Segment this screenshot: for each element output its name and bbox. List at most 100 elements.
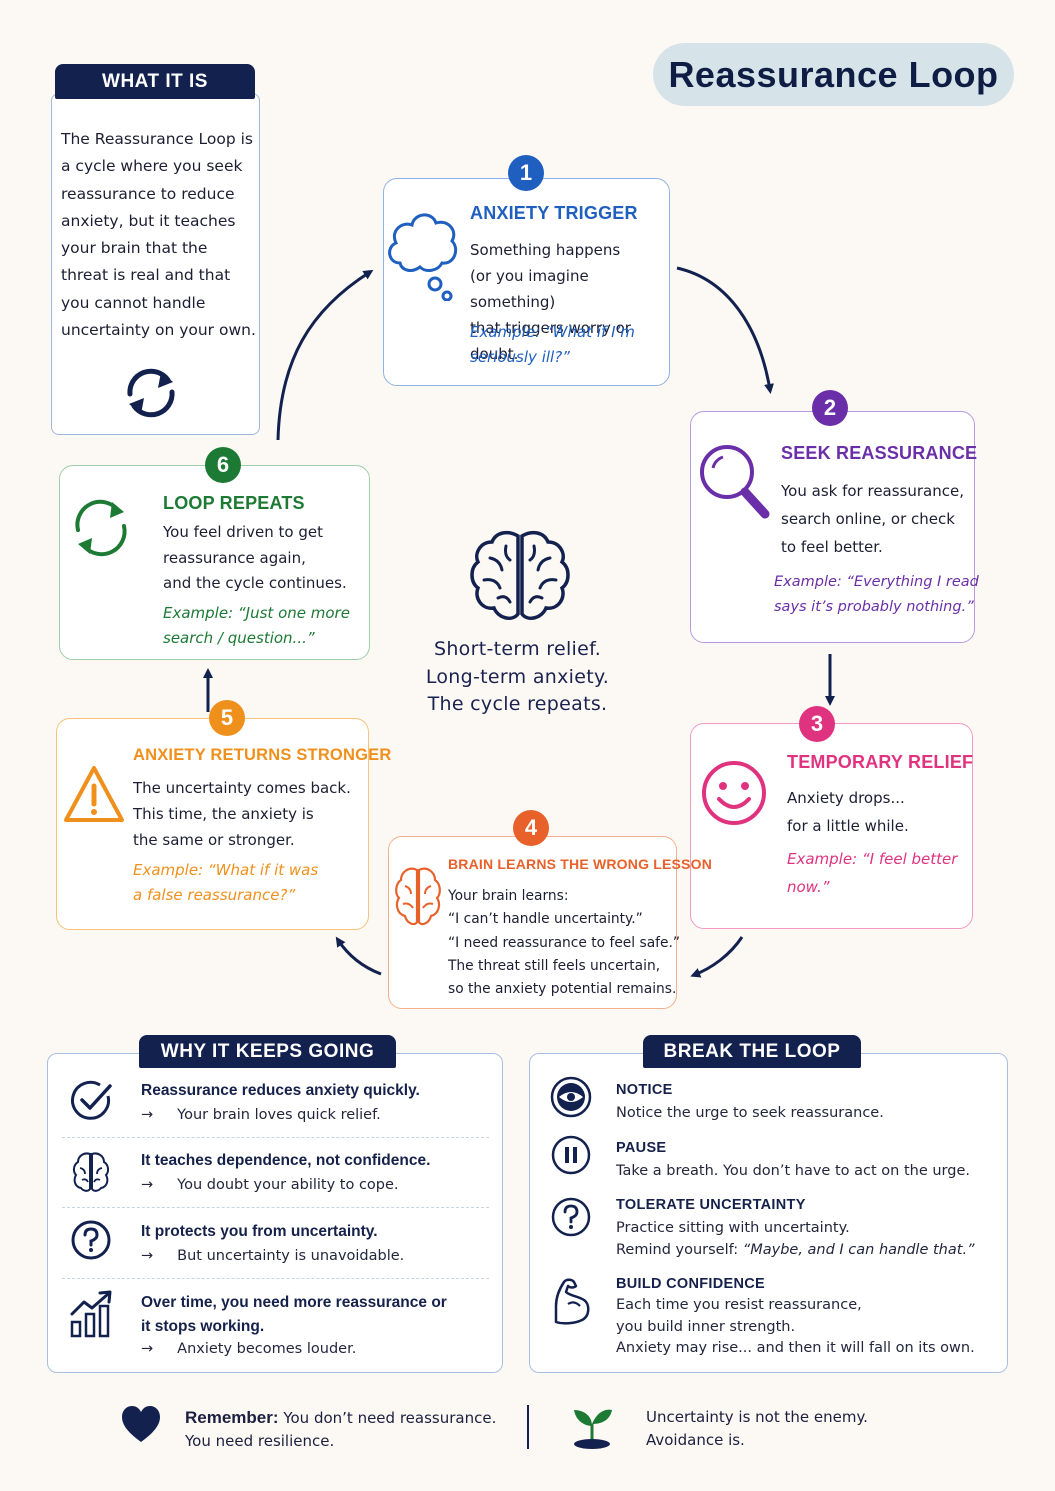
- step-badge-5: 5: [209, 700, 245, 736]
- step-title: ANXIETY TRIGGER: [470, 203, 638, 223]
- step-example-line: a false reassurance?”: [133, 886, 296, 904]
- step-body-line: Your brain learns:: [448, 888, 569, 904]
- question-circle-icon: [71, 1220, 111, 1260]
- page-title: Reassurance Loop: [653, 43, 1014, 106]
- step-body-line: that triggers worry or doubt.: [470, 319, 631, 363]
- divider: [62, 1278, 489, 1279]
- step-title: ANXIETY RETURNS STRONGER: [133, 746, 392, 764]
- step-title: BRAIN LEARNS THE WRONG LESSON: [448, 856, 713, 872]
- step-body-line: “I need reassurance to feel safe.”: [448, 934, 681, 951]
- break-item-title: BUILD CONFIDENCE: [616, 1276, 765, 1292]
- thought-cloud-icon: [388, 213, 458, 301]
- footer-left-line: You need resilience.: [185, 1432, 335, 1450]
- heart-icon: [122, 1406, 160, 1442]
- arrow-4-to-5: [335, 936, 382, 976]
- break-item-line: Take a breath. You don’t have to act on …: [616, 1163, 970, 1179]
- smiley-icon: [702, 761, 766, 825]
- why-heading: WHY IT KEEPS GOING: [139, 1035, 396, 1068]
- magnifier-icon: [700, 445, 770, 519]
- step-badge-4: 4: [513, 810, 549, 846]
- step-example-line: says it’s probably nothing.”: [774, 599, 974, 615]
- question-circle-icon: [551, 1197, 591, 1237]
- break-item-line: Practice sitting with uncertainty.: [616, 1220, 850, 1236]
- step-body-line: The threat still feels uncertain,: [448, 957, 661, 974]
- step-example-line: Example: “Just one more: [163, 604, 350, 622]
- step-body-line: so the anxiety potential remains.: [448, 981, 677, 998]
- arrow-icon: →: [141, 1341, 154, 1357]
- why-item-title: It teaches dependence, not confidence.: [141, 1152, 431, 1169]
- step-body-line: The uncertainty comes back.: [133, 779, 351, 797]
- arrow-1-to-2: [676, 266, 774, 394]
- cycle-icon: [127, 368, 175, 418]
- step-badge-6: 6: [205, 447, 241, 483]
- break-item-remind-quote: “Maybe, and I can handle that.”: [742, 1242, 975, 1258]
- why-item-sub: Your brain loves quick relief.: [177, 1107, 381, 1123]
- break-item-title: NOTICE: [616, 1082, 673, 1098]
- flow-arrows: [203, 266, 835, 978]
- step-body-line: to feel better.: [781, 538, 883, 556]
- eye-icon: [550, 1076, 592, 1118]
- sprout-icon: [574, 1409, 612, 1449]
- step-body-line: the same or stronger.: [133, 831, 295, 849]
- flexed-arm-icon: [554, 1278, 590, 1325]
- step-badge-3: 3: [799, 706, 835, 742]
- step-example-line: seriously ill?”: [470, 348, 570, 366]
- divider: [62, 1137, 489, 1138]
- divider: [62, 1207, 489, 1208]
- break-panel: [529, 1053, 1008, 1373]
- break-heading: BREAK THE LOOP: [643, 1035, 861, 1068]
- step-body-line: reassurance again,: [163, 548, 306, 567]
- break-item-title: TOLERATE UNCERTAINTY: [616, 1197, 806, 1213]
- footer-divider: [527, 1405, 529, 1449]
- step-example-line: search / question...”: [163, 629, 315, 647]
- brain-icon: [72, 1152, 110, 1192]
- step-example-line: now.”: [787, 878, 830, 896]
- arrow-icon: →: [141, 1248, 154, 1264]
- break-item-remind: Remind yourself:: [616, 1242, 743, 1258]
- step-title: SEEK REASSURANCE: [781, 443, 978, 463]
- step-body-line: You feel driven to get: [163, 523, 323, 541]
- arrow-6-to-1: [276, 269, 374, 441]
- what-it-is-box: [51, 93, 260, 435]
- arrow-3-to-4: [690, 936, 744, 978]
- why-item-title-line: it stops working.: [141, 1318, 265, 1335]
- footer-remember-label: Remember:: [185, 1408, 279, 1427]
- cycle-arrows-icon: [75, 499, 127, 557]
- break-item-line: Anxiety may rise... and then it will fal…: [616, 1340, 975, 1356]
- step-title: LOOP REPEATS: [163, 493, 305, 513]
- step-body-line: for a little while.: [787, 817, 909, 835]
- step-card-anxiety-returns: [56, 718, 369, 930]
- arrow-icon: →: [141, 1177, 154, 1193]
- step-body-line: Something happens: [470, 241, 621, 259]
- step-body-line: “I can’t handle uncertainty.”: [448, 911, 643, 928]
- growth-chart-icon: [70, 1290, 112, 1338]
- step-body-line: Anxiety drops...: [787, 789, 905, 807]
- step-card-loop-repeats: [59, 465, 370, 660]
- why-item-title: Reassurance reduces anxiety quickly.: [141, 1082, 420, 1099]
- pause-icon: [551, 1135, 591, 1175]
- warning-icon: [64, 766, 124, 822]
- step-example-line: Example: “Everything I read: [774, 574, 979, 590]
- step-body-line: (or you imagine something): [470, 267, 589, 311]
- step-card-temporary-relief: [690, 723, 973, 929]
- why-panel: [47, 1053, 503, 1373]
- center-line: The cycle repeats.: [427, 693, 608, 715]
- arrow-icon: →: [141, 1107, 154, 1123]
- center-line: Long-term anxiety.: [425, 665, 610, 688]
- step-body-line: and the cycle continues.: [163, 574, 347, 592]
- why-item-title: It protects you from uncertainty.: [141, 1223, 378, 1240]
- break-item-line: Each time you resist reassurance,: [616, 1297, 862, 1313]
- why-item-sub: Anxiety becomes louder.: [177, 1341, 357, 1357]
- why-item-sub: But uncertainty is unavoidable.: [177, 1248, 405, 1264]
- why-item-title-line: Over time, you need more reassurance or: [141, 1294, 447, 1311]
- step-body-line: This time, the anxiety is: [133, 805, 314, 823]
- step-title: TEMPORARY RELIEF: [787, 752, 974, 772]
- footer-left-line: You don’t need reassurance.: [283, 1409, 497, 1427]
- step-badge-1: 1: [508, 155, 544, 191]
- why-item-sub: You doubt your ability to cope.: [177, 1177, 399, 1193]
- center-line: Short-term relief.: [433, 638, 602, 660]
- step-body-line: search online, or check: [781, 510, 955, 528]
- footer-right-line: Uncertainty is not the enemy.: [646, 1408, 868, 1426]
- footer-right-line: Avoidance is.: [646, 1431, 745, 1449]
- step-example-line: Example: “What if it was: [133, 861, 319, 879]
